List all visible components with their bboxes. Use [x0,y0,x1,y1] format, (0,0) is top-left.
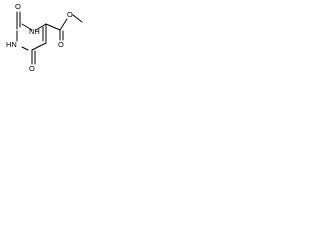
bond-c2-n3 [21,23,33,31]
atom-o-top: O [15,2,21,11]
bond-c6-n1 [21,46,29,51]
atom-nh-left: HN [6,40,17,49]
bond-c4-ester-c [45,23,61,31]
bond-o-methyl [72,14,83,23]
atom-o-bottom: O [29,64,35,73]
atom-o-methoxy: O [67,10,73,19]
bond-n3-c4 [35,23,47,31]
bond-c5-c6 [31,42,47,51]
atom-nh-right: NH [29,27,40,36]
molecule-structure: O HN NH O O O [6,2,83,73]
atom-o-carbonyl: O [58,40,64,49]
bond-ester-c-o-methoxy [59,18,68,31]
